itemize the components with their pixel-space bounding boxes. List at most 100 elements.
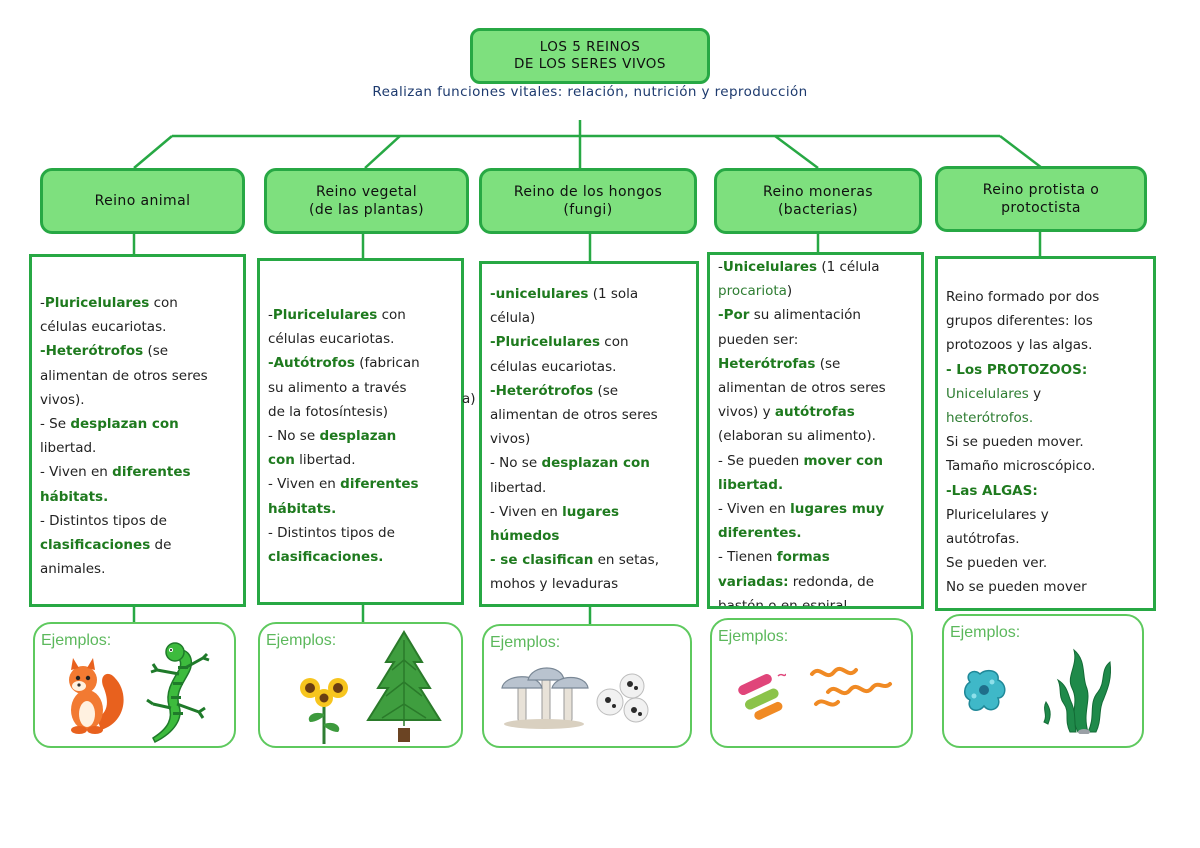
description-line: animales. [40, 557, 235, 581]
highlighted-text: variadas: [718, 573, 789, 590]
description-text: Se pueden ver. [946, 555, 1048, 572]
seaweed-icon [1043, 648, 1111, 734]
description-line: vivos) [490, 427, 688, 451]
highlighted-text: autótrofas [774, 404, 855, 421]
description-line: -Por su alimentación [718, 303, 913, 327]
description-line: de la fotosíntesis) [268, 400, 453, 424]
description-text: de la fotosíntesis) [268, 403, 389, 420]
diagram-title: LOS 5 REINOS DE LOS SERES VIVOS [470, 28, 710, 84]
description-line: alimentan de otros seres [40, 364, 235, 388]
gecko-icon [146, 642, 210, 744]
description-line: -Autótrofos (fabrican [268, 351, 453, 375]
description-text: Si se pueden mover. [946, 434, 1084, 451]
description-line: - Viven en lugares [490, 500, 688, 524]
description-text: - Tienen [718, 549, 777, 566]
description-line: células eucariotas. [40, 315, 235, 339]
description-text: (se [143, 343, 169, 360]
description-line: - se clasifican en setas, [490, 548, 688, 572]
description-line: - Tienen formas [718, 545, 913, 569]
highlighted-text: procariota [718, 283, 787, 300]
description-text: autótrofas. [946, 531, 1020, 548]
description-text: - Se pueden [718, 452, 804, 469]
description-line: alimentan de otros seres [718, 376, 913, 400]
protista-examples-box: Ejemplos: [942, 614, 1144, 748]
description-line: diferentes. [718, 521, 913, 545]
description-line: su alimento a través [268, 376, 453, 400]
highlighted-text: Pluricelulares [272, 307, 378, 323]
description-line: vivos) y autótrofas [718, 400, 913, 424]
highlighted-text: lugares [562, 503, 620, 520]
highlighted-text: clasificaciones [40, 537, 151, 554]
highlighted-text: mover con [803, 452, 884, 469]
description-text: células eucariotas. [268, 331, 395, 348]
highlighted-text: -Heterótrofos [490, 382, 594, 399]
description-line: con libertad. [268, 448, 453, 472]
kingdom-monera-box: Reino moneras (bacterias) [714, 168, 922, 234]
highlighted-text: -unicelulares [490, 286, 589, 302]
description-text: - [718, 259, 723, 275]
description-line: células eucariotas. [490, 355, 688, 379]
bacteria-icon [738, 673, 786, 720]
description-text: No se pueden mover [946, 579, 1087, 596]
kingdom-plant-box: Reino vegetal (de las plantas) [264, 168, 469, 234]
description-line: clasificaciones de [40, 533, 235, 557]
description-line: - Los PROTOZOOS: [946, 358, 1145, 382]
highlighted-text: diferentes [340, 476, 419, 493]
description-line: - Distintos tipos de [268, 521, 453, 545]
examples-label: Ejemplos: [718, 628, 789, 645]
examples-label: Ejemplos: [41, 632, 112, 649]
description-line: bastón o en espiral. [718, 594, 913, 606]
description-text: protozoos y las algas. [946, 337, 1093, 354]
examples-label: Ejemplos: [950, 624, 1021, 641]
description-line: - Viven en diferentes [40, 460, 235, 484]
description-text: con [600, 334, 629, 351]
highlighted-text: con [268, 452, 295, 469]
description-text: mohos y levaduras [490, 576, 619, 593]
highlighted-text: - Los PROTOZOOS: [946, 361, 1088, 378]
description-text: células eucariotas. [40, 319, 167, 336]
description-text: su alimentación [749, 307, 861, 324]
description-line: - No se desplazan [268, 424, 453, 448]
description-line: (elaboran su alimento). [718, 424, 913, 448]
highlighted-text: -Autótrofos [268, 355, 355, 372]
description-text: ) [786, 283, 793, 300]
highlighted-text: diferentes [112, 464, 191, 481]
description-line: Si se pueden mover. [946, 430, 1145, 454]
mold-icon [596, 673, 649, 723]
description-text: su alimento a través [268, 379, 407, 396]
description-line: clasificaciones. [268, 545, 453, 569]
highlighted-text: - se clasifican [490, 552, 594, 569]
highlighted-text: -Las ALGAS: [946, 482, 1038, 499]
description-line: -Heterótrofos (se [40, 339, 235, 363]
description-text: libertad. [40, 440, 97, 457]
description-text: - No se [268, 428, 320, 445]
description-line: - Se desplazan con [40, 412, 235, 436]
description-text: - [40, 295, 45, 311]
description-line: pueden ser: [718, 328, 913, 352]
description-line: - Viven en lugares muy [718, 497, 913, 521]
sunflower-icon [300, 678, 348, 744]
description-line: - Distintos tipos de [40, 509, 235, 533]
kingdom-animal-box: Reino animal [40, 168, 245, 234]
description-text: pueden ser: [718, 331, 799, 348]
description-line: Pluricelulares y [946, 503, 1145, 527]
description-line: hábitats. [268, 497, 453, 521]
kingdom-name-line: Reino vegetal [315, 184, 418, 200]
kingdom-name-line: (fungi) [563, 202, 613, 218]
description-line: libertad. [40, 436, 235, 460]
description-text: vivos) y [718, 404, 775, 421]
highlighted-text: hábitats. [268, 500, 337, 517]
description-text: (1 célula [817, 259, 880, 275]
description-text: con [149, 295, 178, 311]
squirrel-icon [69, 658, 124, 734]
description-line: células eucariotas. [268, 327, 453, 351]
description-line: -unicelulares (1 sola [490, 282, 688, 306]
description-line: Tamaño microscópico. [946, 454, 1145, 478]
description-text: - Viven en [718, 501, 791, 518]
highlighted-text: húmedos [490, 528, 560, 545]
description-text: (se [593, 382, 619, 399]
description-text: - Se [40, 416, 71, 433]
description-text: animales. [40, 561, 106, 578]
